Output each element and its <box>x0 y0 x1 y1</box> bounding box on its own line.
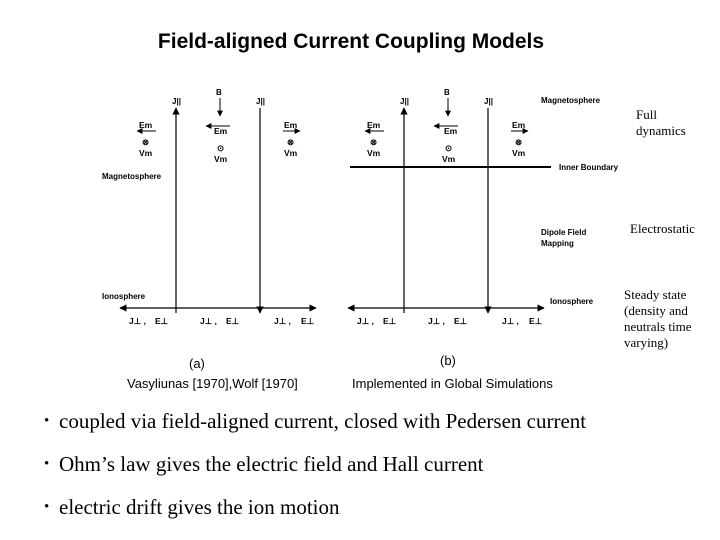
bullet-text: Ohm’s law gives the electric field and H… <box>59 452 484 476</box>
panel-a-em-left-label: Em <box>139 120 153 130</box>
coupling-models-diagram: J|| J|| B Em Em Em ⊗ Vm ⊙ Vm ⊗ Vm Magnet… <box>102 88 619 391</box>
panel-b-caption: Implemented in Global Simulations <box>352 376 553 391</box>
panel-b-eperp-2: E⊥ <box>454 316 468 326</box>
bullet-icon: • <box>44 499 50 515</box>
panel-b-vm-center-label: Vm <box>442 154 456 164</box>
full-dynamics-label: Full dynamics <box>636 107 686 138</box>
panel-a-jpar-left-label: J|| <box>172 97 181 106</box>
panel-a-vm-right-label: Vm <box>284 148 298 158</box>
panel-b-em-right-label: Em <box>512 120 526 130</box>
panel-a-jperp-2: J⊥ , <box>200 316 217 326</box>
panel-b-eperp-3: E⊥ <box>529 316 543 326</box>
panel-a-eperp-1: E⊥ <box>155 316 169 326</box>
panel-b-jpar-right-label: J|| <box>484 97 493 106</box>
bullet-text: coupled via field-aligned current, close… <box>59 409 587 433</box>
panel-b-jpar-left-label: J|| <box>400 97 409 106</box>
panel-a-vm-center-label: Vm <box>214 154 228 164</box>
panel-a-out-symbol-center: ⊙ <box>217 143 224 153</box>
panel-a-in-symbol-right: ⊗ <box>287 137 294 147</box>
bullet-item: • coupled via field-aligned current, clos… <box>44 407 586 450</box>
panel-b-dipole-mapping-line2: Mapping <box>541 239 574 248</box>
electrostatic-label: Electrostatic <box>630 221 695 236</box>
panel-b-jperp-1: J⊥ , <box>357 316 374 326</box>
panel-a-jpar-right-label: J|| <box>256 97 265 106</box>
bullet-item: • Ohm’s law gives the electric field and … <box>44 450 586 493</box>
panel-b-dipole-mapping-line1: Dipole Field <box>541 228 586 237</box>
panel-b-em-center-label: Em <box>444 126 458 136</box>
bullet-icon: • <box>44 413 50 429</box>
panel-a-em-right-label: Em <box>284 120 298 130</box>
panel-a-ionosphere-label: Ionosphere <box>102 292 146 301</box>
panel-a-eperp-3: E⊥ <box>301 316 315 326</box>
panel-b-vm-right-label: Vm <box>512 148 526 158</box>
panel-a-vm-left-label: Vm <box>139 148 153 158</box>
bullet-list: • coupled via field-aligned current, clos… <box>44 407 586 536</box>
panel-a-in-symbol-left: ⊗ <box>142 137 149 147</box>
panel-b-inner-boundary-label: Inner Boundary <box>559 163 619 172</box>
panel-a-eperp-2: E⊥ <box>226 316 240 326</box>
panel-b-magnetosphere-label: Magnetosphere <box>541 96 601 105</box>
panel-b-letter: (b) <box>440 353 456 368</box>
steady-state-label: Steady state (density and neutrals time … <box>624 287 692 350</box>
panel-b: J|| J|| B Em Em Em ⊗ Vm ⊙ Vm ⊗ Vm Magnet… <box>347 88 619 391</box>
panel-a-b-label: B <box>216 88 222 97</box>
panel-b-jperp-3: J⊥ , <box>502 316 519 326</box>
panel-a-magnetosphere-label: Magnetosphere <box>102 172 162 181</box>
panel-b-out-symbol-center: ⊙ <box>445 143 452 153</box>
panel-a-jperp-1: J⊥ , <box>129 316 146 326</box>
panel-b-eperp-1: E⊥ <box>383 316 397 326</box>
panel-a: J|| J|| B Em Em Em ⊗ Vm ⊙ Vm ⊗ Vm Magnet… <box>102 88 317 391</box>
page-title: Field-aligned Current Coupling Models <box>157 30 545 53</box>
panel-b-vm-left-label: Vm <box>367 148 381 158</box>
panel-a-em-center-label: Em <box>214 126 228 136</box>
panel-a-caption: Vasyliunas [1970],Wolf [1970] <box>127 376 298 391</box>
panel-b-jperp-2: J⊥ , <box>428 316 445 326</box>
panel-b-b-label: B <box>444 88 450 97</box>
panel-b-em-left-label: Em <box>367 120 381 130</box>
panel-b-ionosphere-label: Ionosphere <box>550 297 594 306</box>
bullet-item: • electric drift gives the ion motion <box>44 493 586 536</box>
panel-b-in-symbol-left: ⊗ <box>370 137 377 147</box>
panel-b-in-symbol-right: ⊗ <box>515 137 522 147</box>
bullet-icon: • <box>44 456 50 472</box>
bullet-text: electric drift gives the ion motion <box>59 495 340 519</box>
panel-a-jperp-3: J⊥ , <box>274 316 291 326</box>
panel-a-letter: (a) <box>189 356 205 371</box>
